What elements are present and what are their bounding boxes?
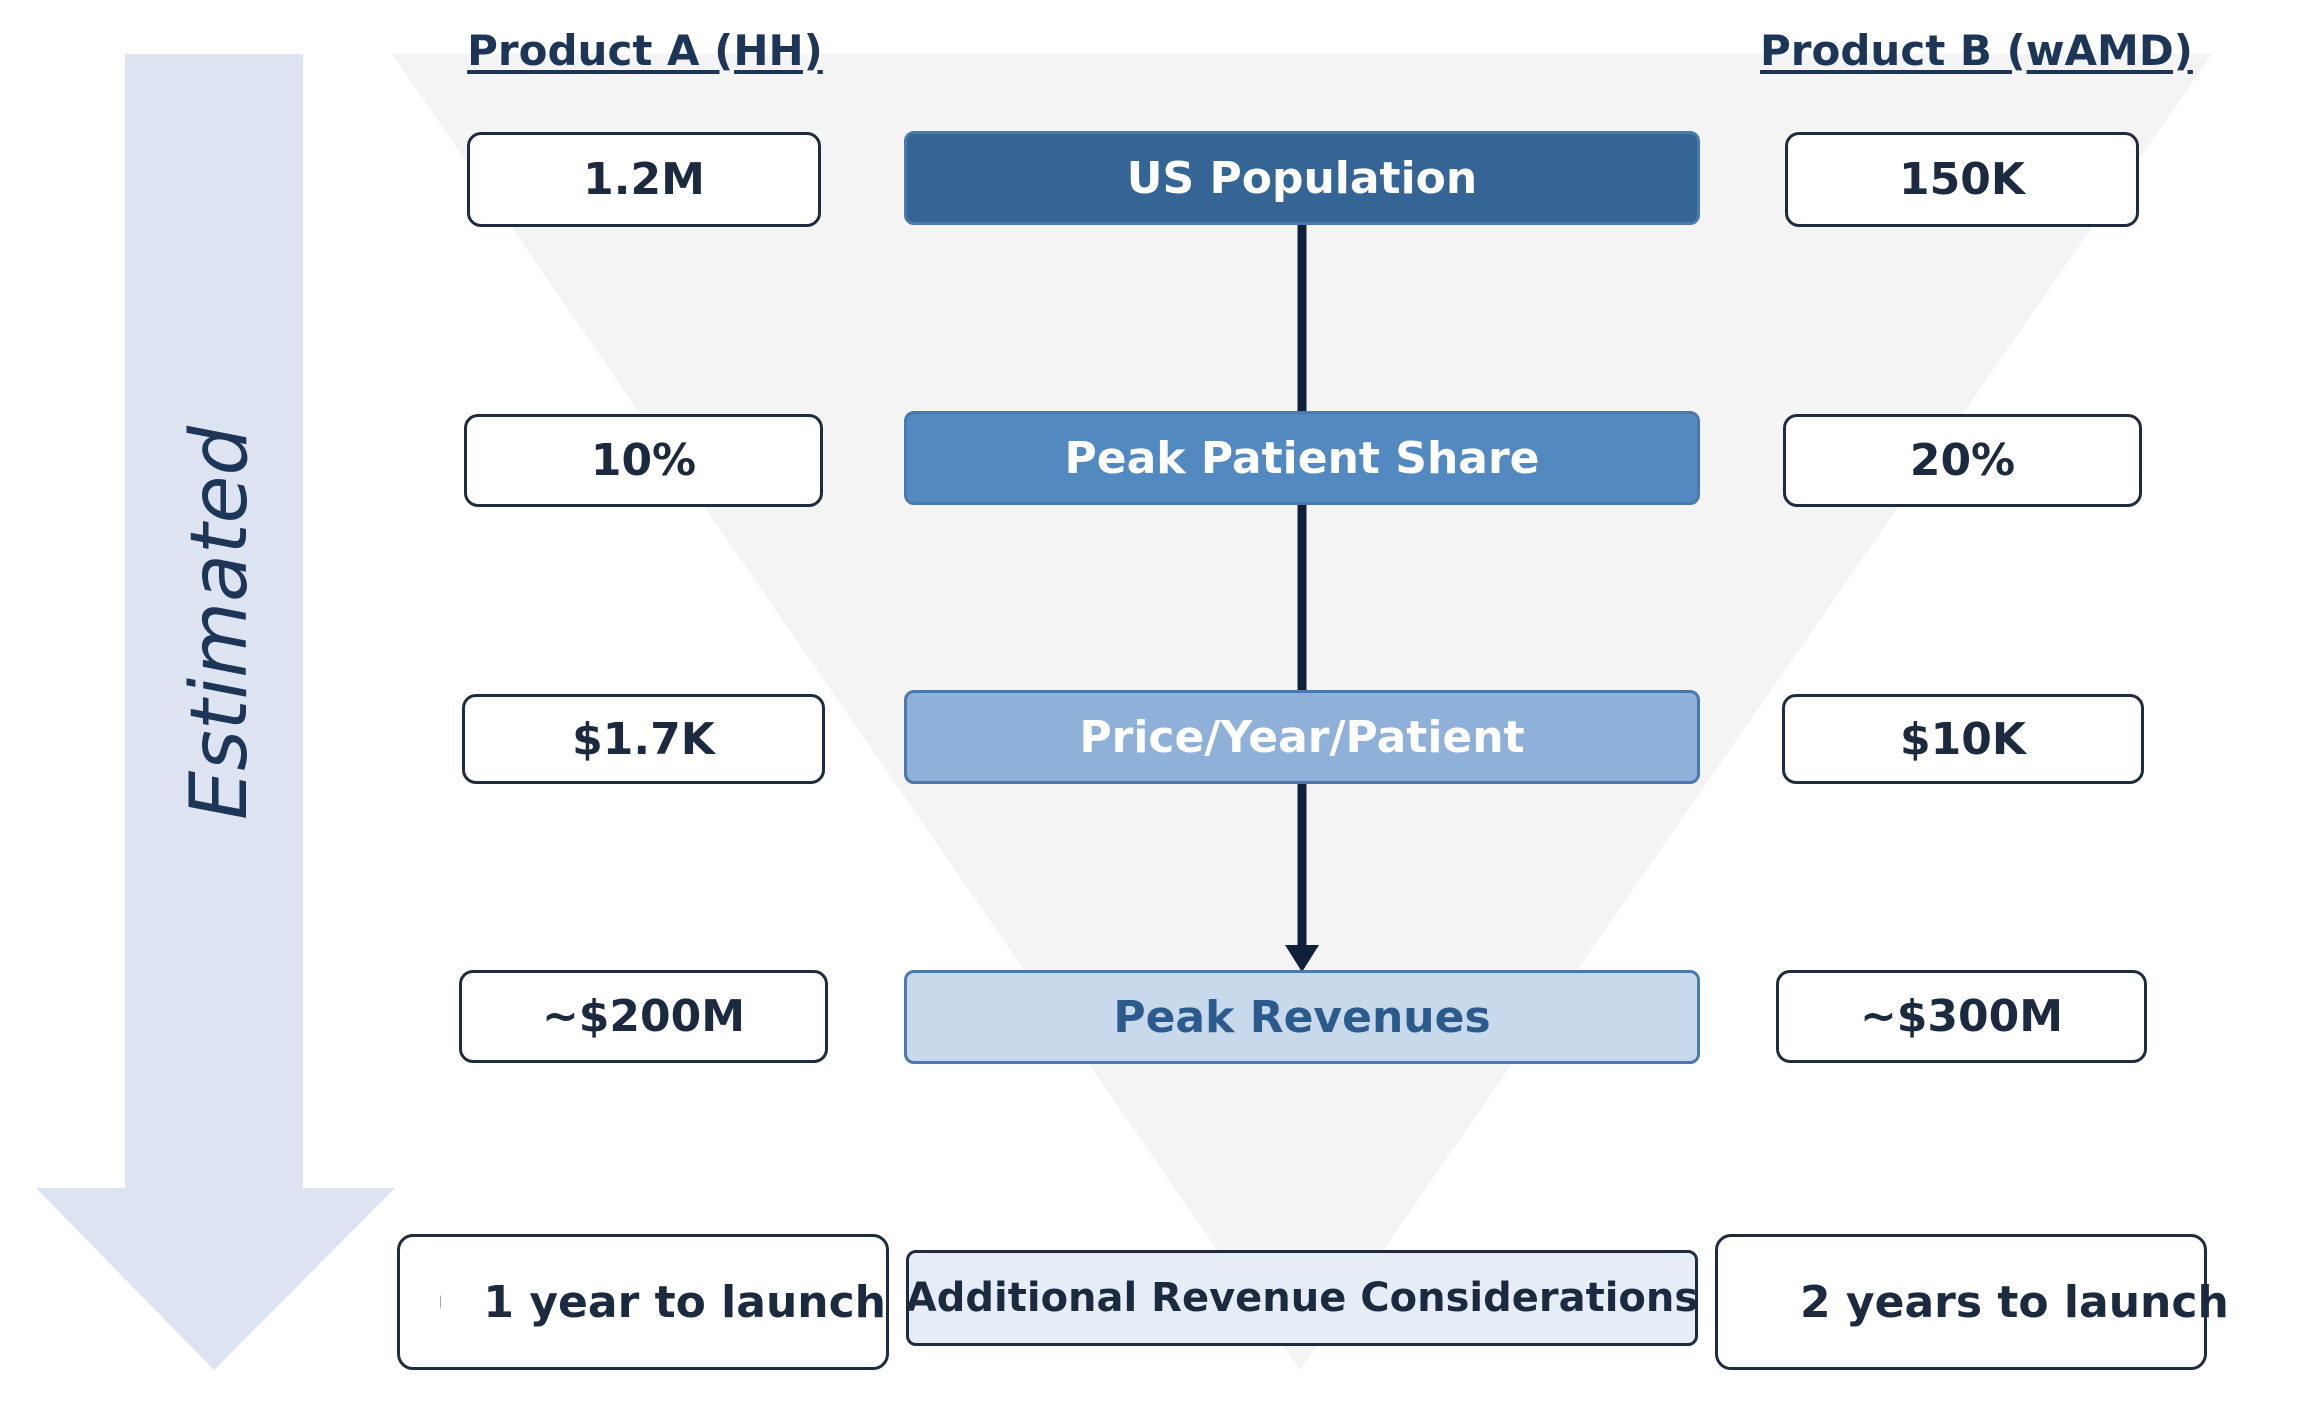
stage-peak-patient-share: Peak Patient Share [904,411,1700,505]
product-b-consideration-text: 2 years to launch [1800,1276,2229,1328]
product-b-value-peak-patient-share: 20% [1783,414,2142,507]
product-a-value-peak-patient-share: 10% [464,414,823,507]
product-a-value-price-year-patient: $1.7K [462,694,825,784]
stage-us-population: US Population [904,131,1700,225]
product-b-consideration: 2 years to launch [1715,1234,2229,1370]
product-a-consideration: 1 year to launch [397,1234,889,1370]
bullet-icon [440,1295,442,1309]
stage-peak-revenues: Peak Revenues [904,970,1700,1064]
product-a-value-us-population: 1.2M [467,132,821,227]
product-b-title: Product B (wAMD) [1760,26,2193,75]
stage-price-year-patient: Price/Year/Patient [904,690,1700,784]
estimated-label: Estimated [175,425,265,820]
flow-connector-arrowhead [1285,945,1319,972]
stage-additional-revenue-considerations: Additional Revenue Considerations [906,1250,1698,1346]
product-a-value-peak-revenues: ~$200M [459,970,828,1063]
product-b-value-us-population: 150K [1785,132,2139,227]
product-b-value-price-year-patient: $10K [1782,694,2144,784]
product-a-title: Product A (HH) [467,26,823,75]
product-a-consideration-text: 1 year to launch [483,1276,886,1328]
estimated-down-arrow [36,54,395,1370]
product-b-value-peak-revenues: ~$300M [1776,970,2147,1063]
